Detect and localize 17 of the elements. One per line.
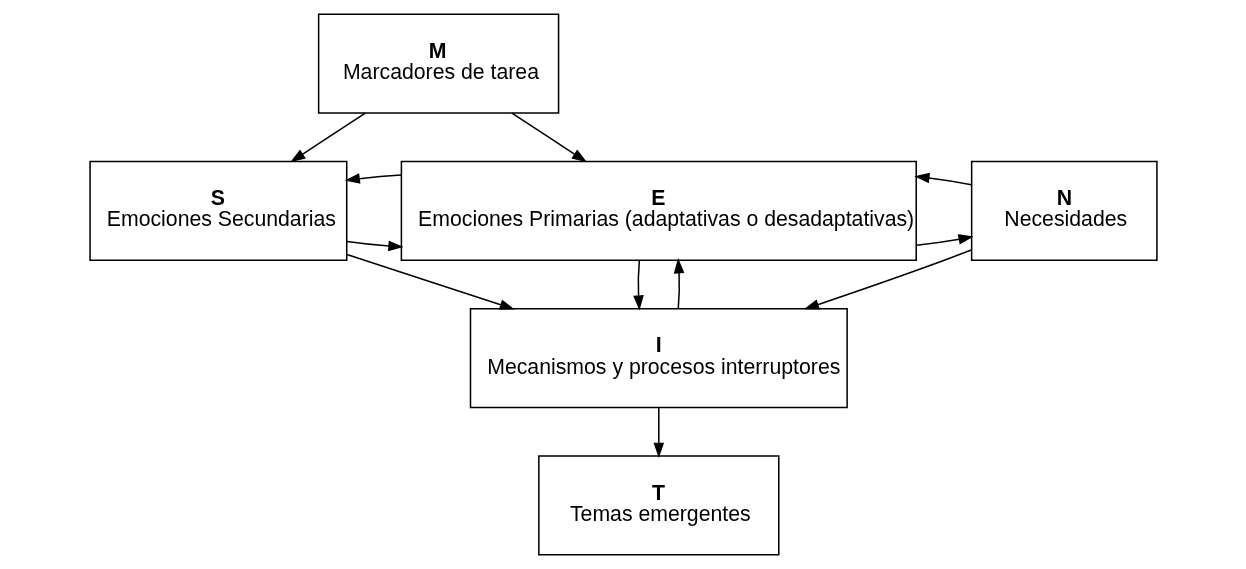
node-box: M Marcadores de tarea <box>317 13 559 114</box>
node-box: E Emociones Primarias (adaptativas o desadaptativas) <box>400 160 917 261</box>
arrow <box>915 234 974 246</box>
node-box: I Mecanismos y procesos interruptores <box>469 308 848 409</box>
arrow <box>673 258 684 310</box>
arrow <box>345 253 515 310</box>
arrow <box>345 240 403 252</box>
node-box: S Emociones Secundarias <box>88 160 347 261</box>
arrow <box>653 406 664 458</box>
node-box: T Temas emergentes <box>537 455 780 556</box>
arrow <box>632 259 644 311</box>
arrow <box>803 249 972 310</box>
arrow <box>344 173 402 184</box>
arrow <box>510 112 587 163</box>
arrow <box>289 112 366 163</box>
node-box: N Necesidades <box>970 160 1158 261</box>
arrow <box>913 172 972 186</box>
